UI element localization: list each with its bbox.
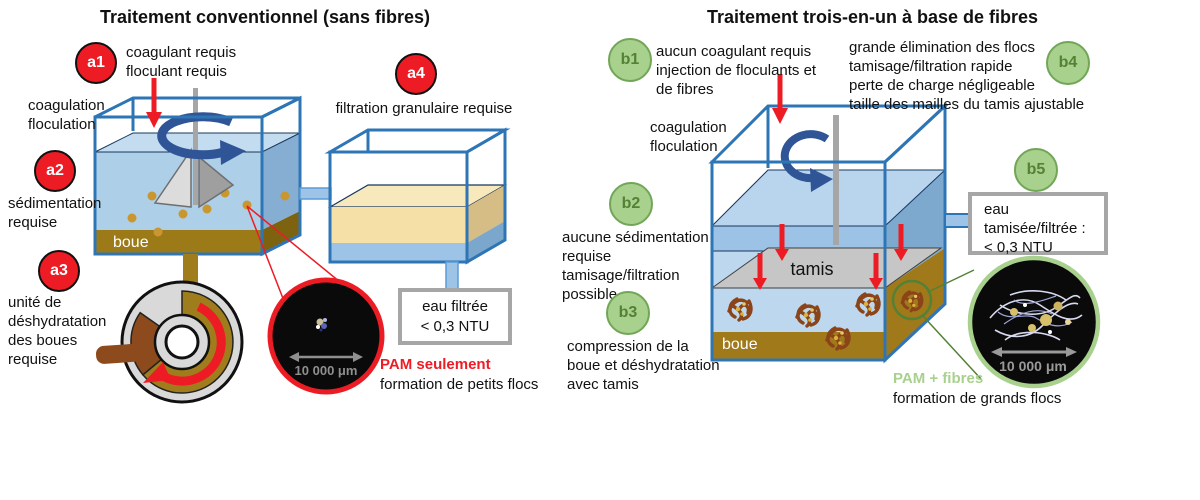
- dosing-arrow: [146, 78, 162, 128]
- sludge-dewatering-unit: [95, 254, 244, 404]
- scale-bar-icon: [289, 352, 363, 362]
- centrifuge-rotation-arrow-icon: [143, 302, 226, 386]
- left-panel-title: Traitement conventionnel (sans fibres): [99, 7, 431, 27]
- left-sludge-label: boue: [113, 234, 149, 251]
- floc-highlight-circle: [891, 279, 933, 321]
- left-inset-scale-label: 10 000 μm: [294, 363, 358, 378]
- step-badge-a2: a2: [34, 150, 76, 192]
- left-inset-title: PAM seulement: [380, 356, 491, 373]
- step-badge-a3: a3: [38, 250, 80, 292]
- step-badge-a4: a4: [395, 53, 437, 95]
- tank-wireframe: [708, 102, 949, 364]
- filtered-water-pipe: [445, 261, 459, 290]
- step-badge-b1: b1: [608, 38, 652, 82]
- sieved-water-box: eau tamisée/filtrée : < 0,3 NTU: [968, 192, 1108, 256]
- filtered-water-box: eau filtrée < 0,3 NTU: [398, 288, 512, 345]
- right-sludge-label: boue: [722, 336, 758, 353]
- sieve-label: tamis: [790, 259, 834, 279]
- badge-label: b2: [621, 195, 641, 212]
- small-floc: [316, 318, 327, 332]
- step-badge-b5: b5: [1014, 148, 1058, 192]
- badge-label: a2: [46, 162, 64, 179]
- rotation-arrow-icon: [780, 130, 833, 192]
- step-badge-b2: b2: [609, 182, 653, 226]
- injection-arrow: [772, 74, 788, 124]
- step-badge-b4: b4: [1046, 41, 1090, 85]
- granular-filter-tank: [324, 127, 511, 265]
- badge-label: b1: [620, 51, 640, 68]
- large-floc: [989, 290, 1083, 341]
- stirrer-rod: [193, 88, 198, 205]
- fiber-tank: [708, 102, 949, 364]
- step-badge-b3: b3: [606, 291, 650, 335]
- transfer-pipe: [299, 187, 332, 200]
- large-floc-inset: [922, 255, 1101, 389]
- coagulation-tank: [93, 88, 302, 257]
- badge-label: b5: [1026, 161, 1046, 178]
- right-inset-title: PAM + fibres: [893, 370, 984, 387]
- right-inset-subtitle: formation de grands flocs: [893, 390, 1062, 407]
- flow-down-arrows: [753, 224, 908, 290]
- badge-label: a1: [87, 54, 105, 71]
- tank-wireframe: [93, 95, 302, 257]
- badge-label: b3: [618, 304, 638, 321]
- sludge-outlet-pipe: [95, 342, 167, 364]
- stirrer-rod: [833, 115, 839, 245]
- step-badge-a1: a1: [75, 42, 117, 84]
- badge-label: b4: [1058, 54, 1078, 71]
- impeller: [153, 147, 235, 209]
- a4-annotation: filtration granulaire requise: [335, 100, 513, 117]
- small-floc-inset: [246, 205, 385, 395]
- badge-label: a3: [50, 262, 68, 279]
- right-inset-scale-label: 10 000 μm: [999, 358, 1067, 374]
- left-inset-subtitle: formation de petits flocs: [380, 376, 539, 393]
- right-panel-title: Traitement trois-en-un à base de fibres: [706, 7, 1039, 27]
- badge-label: a4: [407, 65, 425, 82]
- scale-bar-icon: [991, 347, 1077, 357]
